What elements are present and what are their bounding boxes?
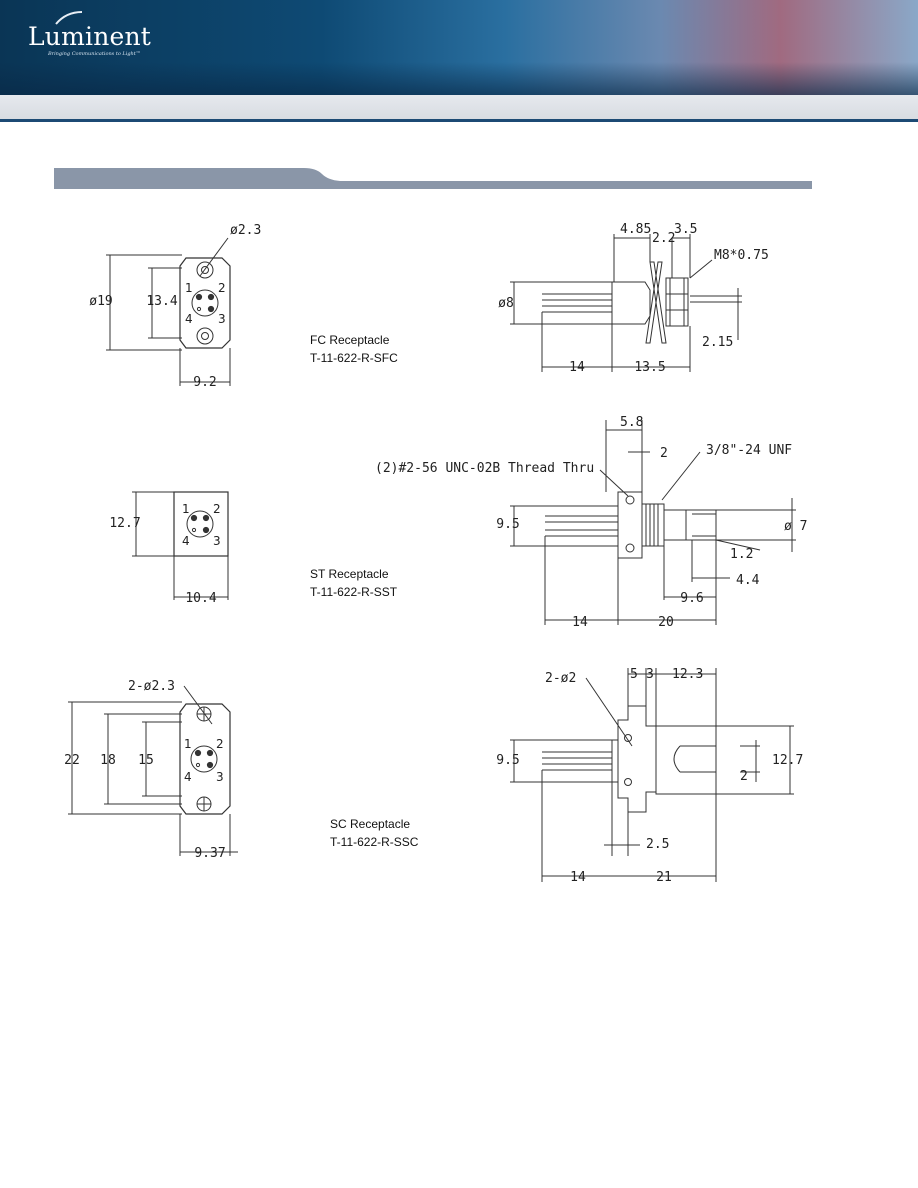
- header-band: [0, 95, 918, 122]
- st-dim-width: 10.4: [185, 591, 216, 606]
- sc-pin-2: 2: [216, 737, 224, 751]
- fc-dim-lead-len: 14: [569, 360, 585, 375]
- fc-dim-diameter: ø19: [89, 294, 112, 309]
- sc-dim-lead-len: 14: [570, 870, 586, 885]
- sc-dim-pitch: 18: [100, 753, 116, 768]
- st-dim-tip: 1.2: [730, 547, 753, 562]
- st-caption: ST Receptacle T-11-622-R-SST: [310, 565, 397, 601]
- fc-dim-leads: ø8: [498, 296, 514, 311]
- st-caption-title: ST Receptacle: [310, 567, 389, 581]
- st-dim-height: 12.7: [109, 516, 140, 531]
- fc-caption: FC Receptacle T-11-622-R-SFC: [310, 331, 398, 367]
- st-dim-key: 4.4: [736, 573, 760, 588]
- sc-pin-3: 3: [216, 770, 224, 784]
- sc-dim-barrel: 12.3: [672, 667, 703, 682]
- st-side-view: 5.8 2 (2)#2-56 UNC-02B Thread Thru 3/8"-…: [375, 415, 807, 630]
- fc-side-view: 4.85 2.2 3.5 M8*0.75 ø8 2.15 14 13.5: [498, 222, 769, 375]
- sc-dim-plate: 2.5: [646, 837, 669, 852]
- fc-dim-nut: 3.5: [674, 222, 697, 237]
- st-pin-2: 2: [213, 502, 221, 516]
- st-dim-thread: 3/8"-24 UNF: [706, 443, 792, 458]
- st-dim-length: 20: [658, 615, 674, 630]
- fc-pin-1: 1: [185, 281, 193, 295]
- st-pin-3: 3: [213, 534, 221, 548]
- sc-dim-height: 22: [64, 753, 80, 768]
- section-divider: [54, 168, 812, 189]
- sc-dim-leads: 9.5: [496, 753, 519, 768]
- fc-dim-length: 13.5: [634, 360, 665, 375]
- fc-caption-part: T-11-622-R-SFC: [310, 351, 398, 365]
- st-caption-part: T-11-622-R-SST: [310, 585, 398, 599]
- sc-dim-step: 3: [646, 667, 654, 682]
- sc-pin-4: 4: [184, 770, 192, 784]
- fc-dim-pitch: 13.4: [146, 294, 177, 309]
- brand-tagline: Bringing Communications to Light™: [48, 51, 141, 57]
- fc-dim-body: 4.85: [620, 222, 651, 237]
- st-front-view: 12.7 10.4 1 2 3 4: [109, 491, 229, 606]
- fc-front-view: ø2.3 ø19 13.4 9.2 1 2 3 4: [89, 223, 261, 390]
- sc-dim-width: 9.37: [194, 846, 225, 861]
- fc-dim-lead-offset: 2.15: [702, 335, 733, 350]
- st-pin-4: 4: [182, 534, 190, 548]
- sc-side-view: 2-ø2 5 3 12.3 9.5 12.7 2 2.5 14 21: [496, 667, 803, 885]
- page-header: Luminent Bringing Communications to Ligh…: [0, 0, 918, 95]
- st-dim-leads: 9.5: [496, 517, 519, 532]
- sc-dim-holes: 2-ø2: [545, 671, 576, 686]
- fc-pin-4: 4: [185, 312, 193, 326]
- fc-pin-2: 2: [218, 281, 226, 295]
- st-pin-1: 1: [182, 502, 190, 516]
- fc-dim-hole: ø2.3: [230, 223, 261, 238]
- sc-pin-1: 1: [184, 737, 192, 751]
- sc-front-view: 2-ø2.3 22 18 15 9.37 1 2 3 4: [64, 679, 238, 861]
- sc-dim-slot: 2: [740, 769, 748, 784]
- sc-dim-flange: 5: [630, 667, 638, 682]
- logo-swoosh-icon: [55, 11, 83, 25]
- sc-caption: SC Receptacle T-11-622-R-SSC: [330, 815, 418, 851]
- st-dim-diameter: ø 7: [784, 519, 807, 534]
- fc-dim-width: 9.2: [193, 375, 216, 390]
- sc-caption-part: T-11-622-R-SSC: [330, 835, 419, 849]
- brand-logo[interactable]: Luminent: [28, 22, 152, 51]
- sc-caption-title: SC Receptacle: [330, 817, 411, 831]
- fc-dim-thread: M8*0.75: [714, 248, 769, 263]
- st-dim-barrel: 9.6: [680, 591, 703, 606]
- fc-pin-3: 3: [218, 312, 226, 326]
- sc-dim-length: 21: [656, 870, 672, 885]
- sc-dim-height: 12.7: [772, 753, 803, 768]
- st-thread-note: (2)#2-56 UNC-02B Thread Thru: [375, 461, 594, 476]
- sc-dim-inner: 15: [138, 753, 154, 768]
- sc-dim-holes: 2-ø2.3: [128, 679, 175, 694]
- fc-caption-title: FC Receptacle: [310, 333, 390, 347]
- st-dim-lead-len: 14: [572, 615, 588, 630]
- st-dim-offset: 5.8: [620, 415, 643, 430]
- st-dim-gap: 2: [660, 446, 668, 461]
- fc-dim-flange: 2.2: [652, 231, 675, 246]
